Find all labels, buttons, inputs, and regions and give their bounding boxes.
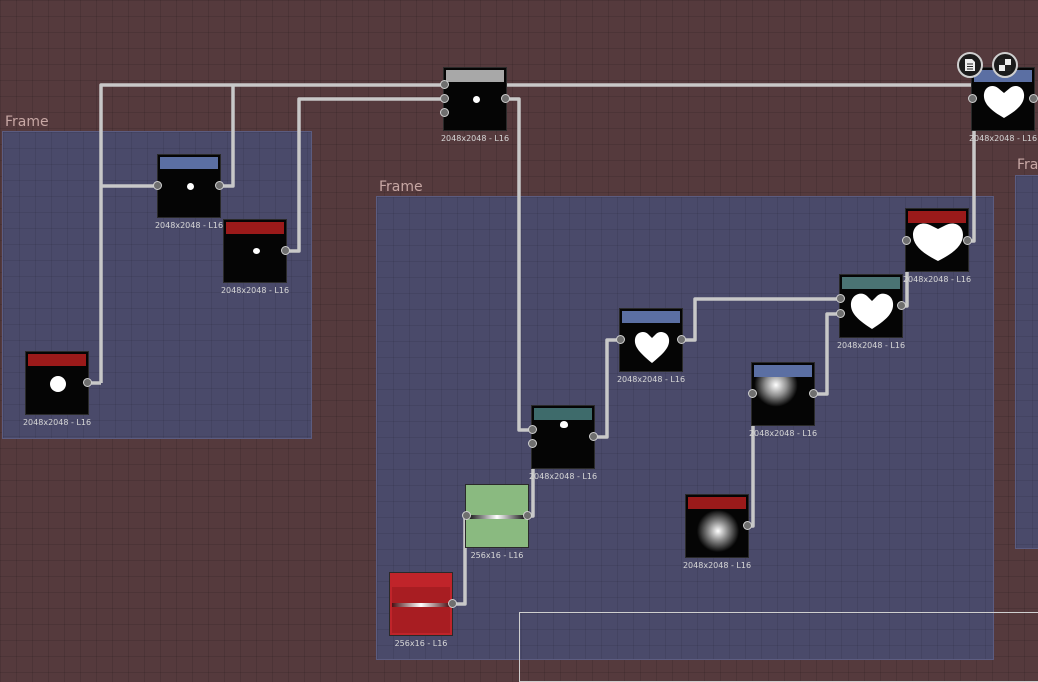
input-port[interactable] [440,108,449,117]
node-preview [160,169,218,215]
node-caption: 2048x2048 - L16 [616,375,686,384]
heart-icon [634,331,670,363]
node-preview [908,223,966,269]
output-port[interactable] [448,599,457,608]
node-header [28,354,86,366]
gradient-map-node[interactable]: 2048x2048 - L16 [529,405,597,481]
node-caption: 2048x2048 - L16 [902,275,972,284]
node-preview [688,509,746,555]
output-port[interactable] [523,511,532,520]
output-port[interactable] [1029,94,1038,103]
output-port[interactable] [83,378,92,387]
frame-label: Frame [5,114,49,130]
shape-node[interactable]: 2048x2048 - L16 [23,351,91,427]
circle-icon [50,376,66,392]
selection-rectangle [519,612,1038,682]
node-preview [622,323,680,369]
input-port[interactable] [462,511,471,520]
output-port[interactable] [963,236,972,245]
node-header [160,157,218,169]
gradient-bar-icon [468,515,526,519]
node-preview [446,82,504,128]
image-input-node[interactable]: 2048x2048 - L16 [441,67,509,143]
node-header [842,277,900,289]
frame-right[interactable] [1015,175,1038,549]
small-dot-icon [560,421,568,428]
node-header [622,311,680,323]
node-caption: 2048x2048 - L16 [682,561,752,570]
output-port[interactable] [897,301,906,310]
gradient-bar-icon [392,603,450,607]
heart-icon [850,293,894,329]
node-caption: 2048x2048 - L16 [154,221,224,230]
gradient-node[interactable]: 256x16 - L16 [465,484,529,560]
output-port[interactable] [743,521,752,530]
input-port[interactable] [968,94,977,103]
levels-node[interactable]: 2048x2048 - L16 [903,208,971,284]
node-header [688,497,746,509]
frame-label: Fra [1017,157,1038,173]
node-caption: 2048x2048 - L16 [440,134,510,143]
heart-icon [913,223,963,261]
blur-node[interactable]: 2048x2048 - L16 [749,362,817,438]
glow-icon [696,509,740,553]
input-port[interactable] [440,80,449,89]
input-port[interactable] [836,294,845,303]
input-port[interactable] [528,425,537,434]
blend-node[interactable]: 2048x2048 - L16 [155,154,223,230]
input-port[interactable] [616,335,625,344]
node-preview [226,234,284,280]
node-preview [754,377,812,423]
frame-center[interactable] [376,196,994,660]
output-port[interactable] [677,335,686,344]
shape-node[interactable]: 2048x2048 - L16 [617,308,685,384]
node-caption: 2048x2048 - L16 [220,286,290,295]
output-port[interactable] [501,94,510,103]
node-preview [468,499,526,545]
input-port[interactable] [528,439,537,448]
node-preview [28,366,86,412]
node-header [534,408,592,420]
node-header [446,70,504,82]
document-button[interactable] [957,52,983,78]
node-preview [842,289,900,335]
node-header [226,222,284,234]
output-port[interactable] [215,181,224,190]
output-port[interactable] [809,389,818,398]
node-caption: 256x16 - L16 [394,639,448,648]
node-caption: 2048x2048 - L16 [748,429,818,438]
input-port[interactable] [902,236,911,245]
output-port[interactable] [281,246,290,255]
node-caption: 2048x2048 - L16 [22,418,92,427]
node-caption: 2048x2048 - L16 [836,341,906,350]
node-caption: 2048x2048 - L16 [528,472,598,481]
transform-node[interactable]: 2048x2048 - L16 [221,219,289,295]
input-port[interactable] [153,181,162,190]
small-dot-icon [253,248,260,254]
document-icon [965,59,975,71]
node-preview [534,420,592,466]
node-preview [392,587,450,633]
frame-label: Frame [379,179,423,195]
node-caption: 256x16 - L16 [470,551,524,560]
node-caption: 2048x2048 - L16 [968,134,1038,143]
blur-node[interactable]: 2048x2048 - L16 [683,494,751,570]
output-port[interactable] [589,432,598,441]
node-preview [974,82,1032,128]
small-dot-icon [187,183,194,190]
input-port[interactable] [440,94,449,103]
node-header [908,211,966,223]
checker-button[interactable] [992,52,1018,78]
input-port[interactable] [748,389,757,398]
checker-icon [999,59,1011,71]
small-dot-icon [473,96,480,103]
gradient-node[interactable]: 256x16 - L16 [389,572,453,648]
glow-icon [754,377,798,407]
heart-icon [983,86,1025,118]
node-header [754,365,812,377]
input-port[interactable] [836,309,845,318]
